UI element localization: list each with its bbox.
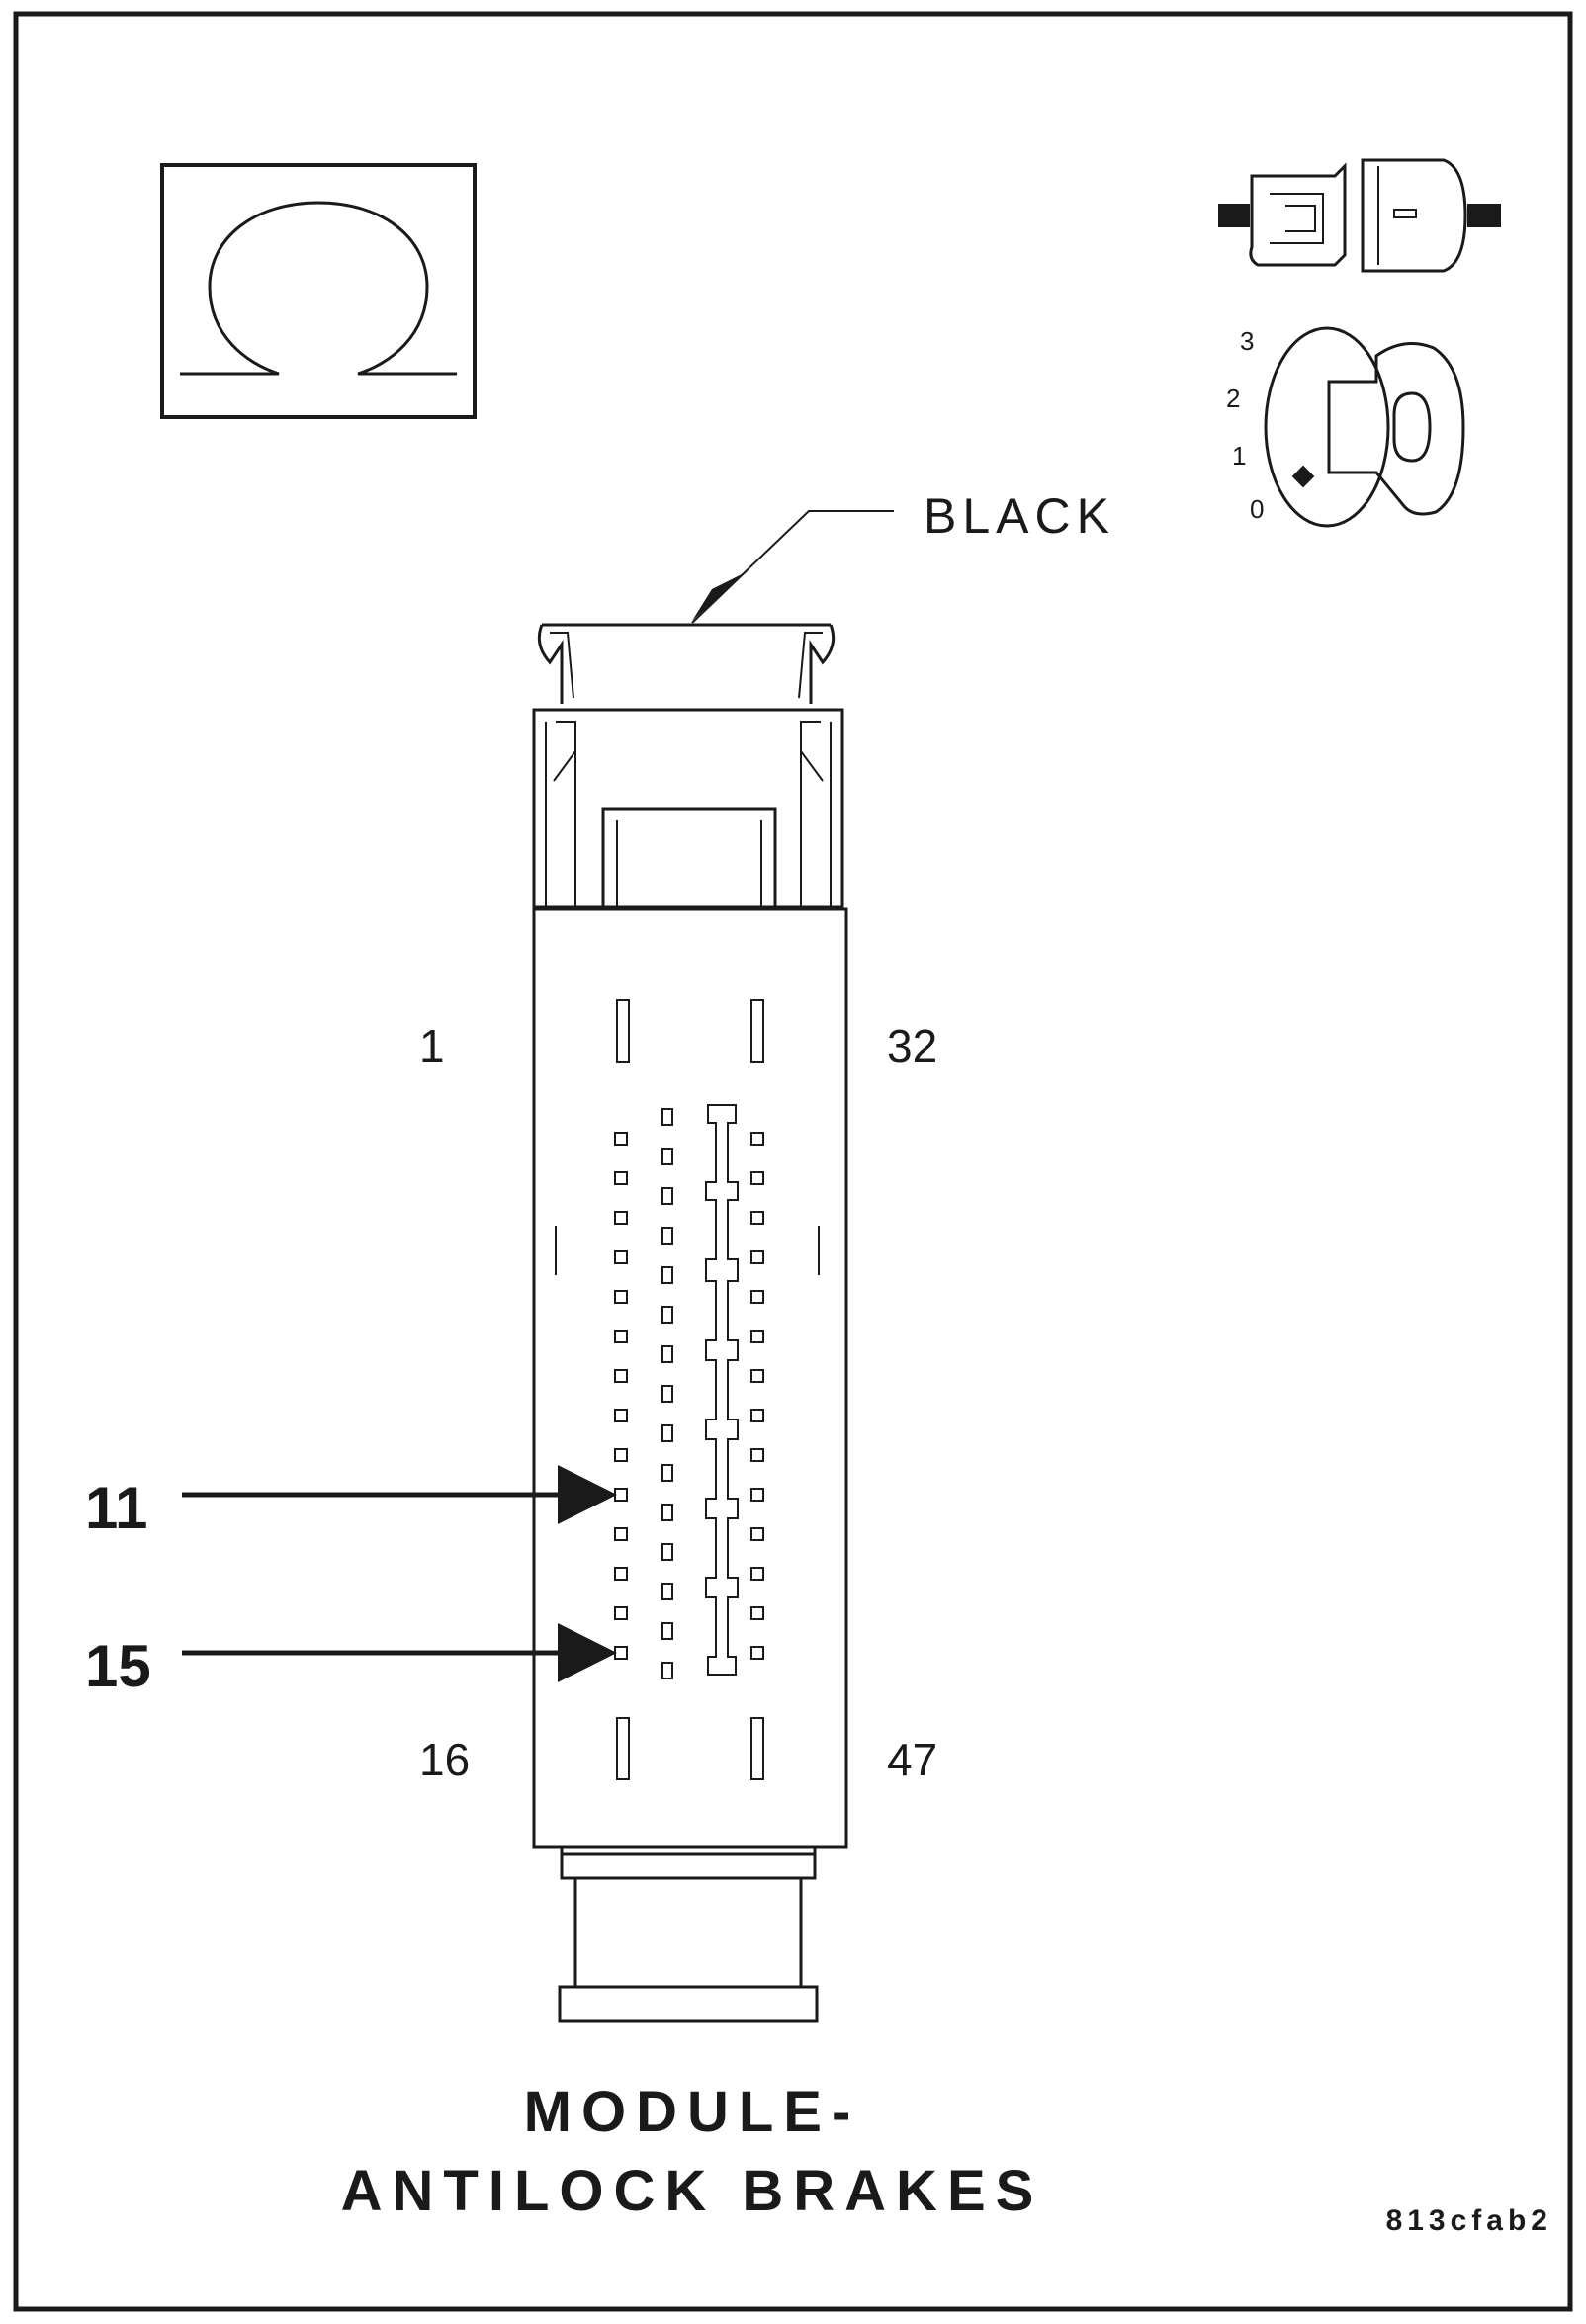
- cavity-column-right: [750, 1132, 764, 1660]
- callout-11: 11: [85, 1465, 617, 1541]
- pin-label-16: 16: [419, 1734, 470, 1785]
- pin-label-47: 47: [887, 1734, 937, 1785]
- outer-frame: [13, 11, 1573, 2312]
- center-rib: [705, 1104, 739, 1676]
- connector-body: [532, 623, 848, 2023]
- wire-color-callout: BLACK: [691, 488, 1115, 624]
- ignition-key-icon: 3 2 1 0: [1226, 326, 1465, 528]
- title-line-2: ANTILOCK BRAKES: [341, 2159, 1044, 2223]
- ignition-position-1: 1: [1232, 441, 1246, 471]
- pin-label-32: 32: [887, 1020, 937, 1072]
- callout-15: 15: [85, 1623, 617, 1699]
- wire-color-label: BLACK: [924, 488, 1115, 544]
- cavity-column-middle: [661, 1108, 673, 1679]
- ohm-meter-icon: [160, 163, 477, 419]
- callout-label-15: 15: [85, 1633, 151, 1699]
- ignition-position-3: 3: [1240, 326, 1254, 356]
- ignition-position-2: 2: [1226, 384, 1240, 413]
- figure-code: 813cfab2: [1386, 2204, 1552, 2237]
- callout-label-11: 11: [85, 1475, 147, 1541]
- connector-disconnect-icon: [1218, 158, 1501, 273]
- cavity-column-left: [614, 1132, 628, 1660]
- ignition-position-0: 0: [1250, 494, 1264, 524]
- title-line-1: MODULE-: [524, 2080, 861, 2144]
- pin-label-1: 1: [419, 1020, 445, 1072]
